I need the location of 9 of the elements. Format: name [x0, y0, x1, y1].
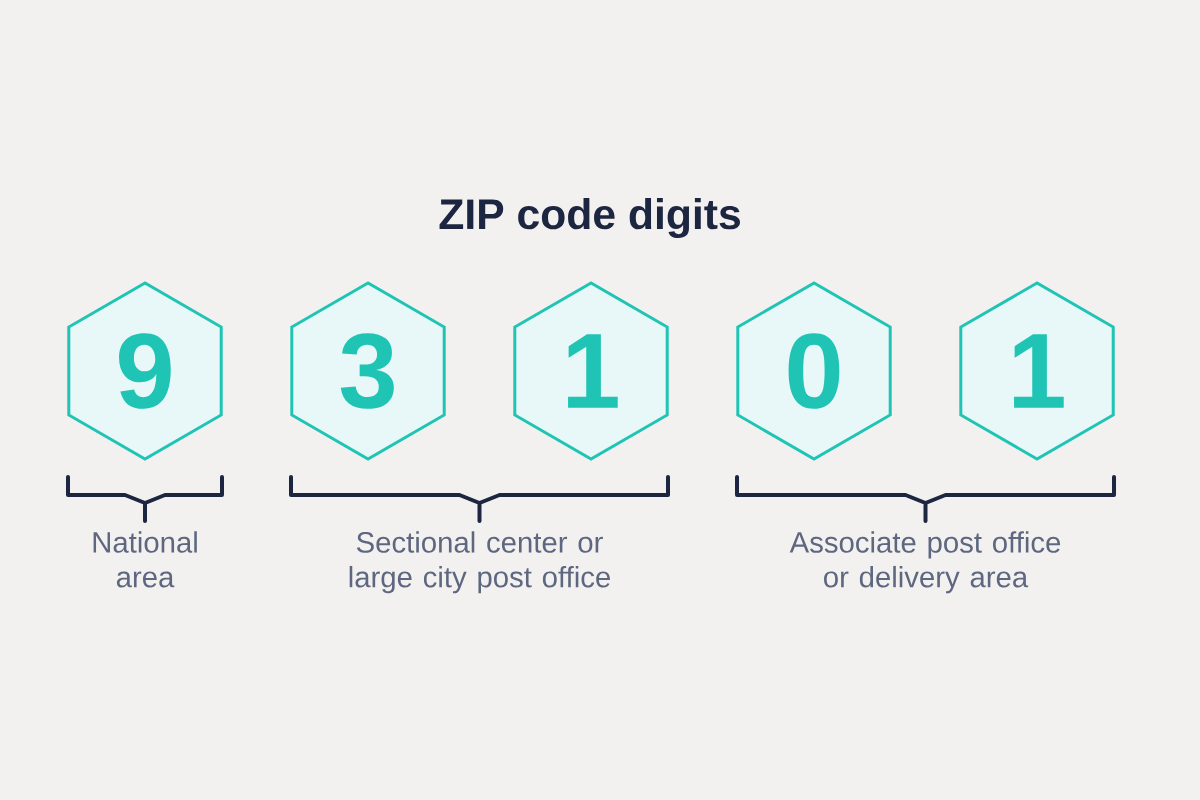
digit-hexagon: 9	[67, 281, 223, 461]
digit-hexagon: 3	[290, 281, 446, 461]
digit-hexagon: 0	[736, 281, 892, 461]
bracket-label: Sectional center or large city post office	[349, 531, 610, 594]
bracket-label: Associate post office or delivery area	[789, 531, 1061, 594]
title: ZIP code digits	[439, 198, 740, 238]
bracket-label: National area	[93, 531, 197, 588]
digit-hexagon: 1	[513, 281, 669, 461]
digit-hexagon: 1	[959, 281, 1115, 461]
